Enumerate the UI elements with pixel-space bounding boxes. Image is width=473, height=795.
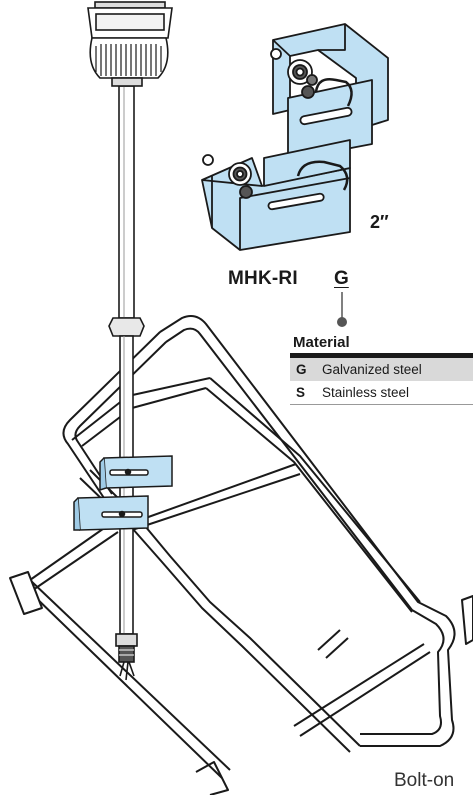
material-table: Material G Galvanized steel S Stainless … (290, 333, 473, 405)
material-table-heading: Material (293, 334, 350, 351)
model-code: MHK-RI (228, 268, 298, 289)
material-description: Stainless steel (322, 385, 410, 400)
light-fixture (87, 1, 173, 87)
table-divider (290, 353, 473, 358)
table-row: S Stainless steel (290, 381, 473, 405)
material-description: Galvanized steel (322, 362, 422, 377)
material-code: S (296, 385, 306, 400)
pole-bracket-lower (73, 495, 149, 531)
pole-bracket-upper (99, 455, 173, 492)
bracket-detail-upper (270, 23, 389, 161)
mast-pole (108, 85, 145, 681)
railing-frame (9, 315, 473, 795)
bracket-detail-lower (201, 139, 351, 251)
option-callout (337, 292, 347, 327)
table-row: G Galvanized steel (290, 358, 473, 381)
mount-type-caption: Bolt-on (394, 770, 455, 791)
dimension-label: 2″ (370, 212, 389, 232)
material-code: G (296, 362, 307, 377)
model-option-letter: G (334, 268, 349, 289)
